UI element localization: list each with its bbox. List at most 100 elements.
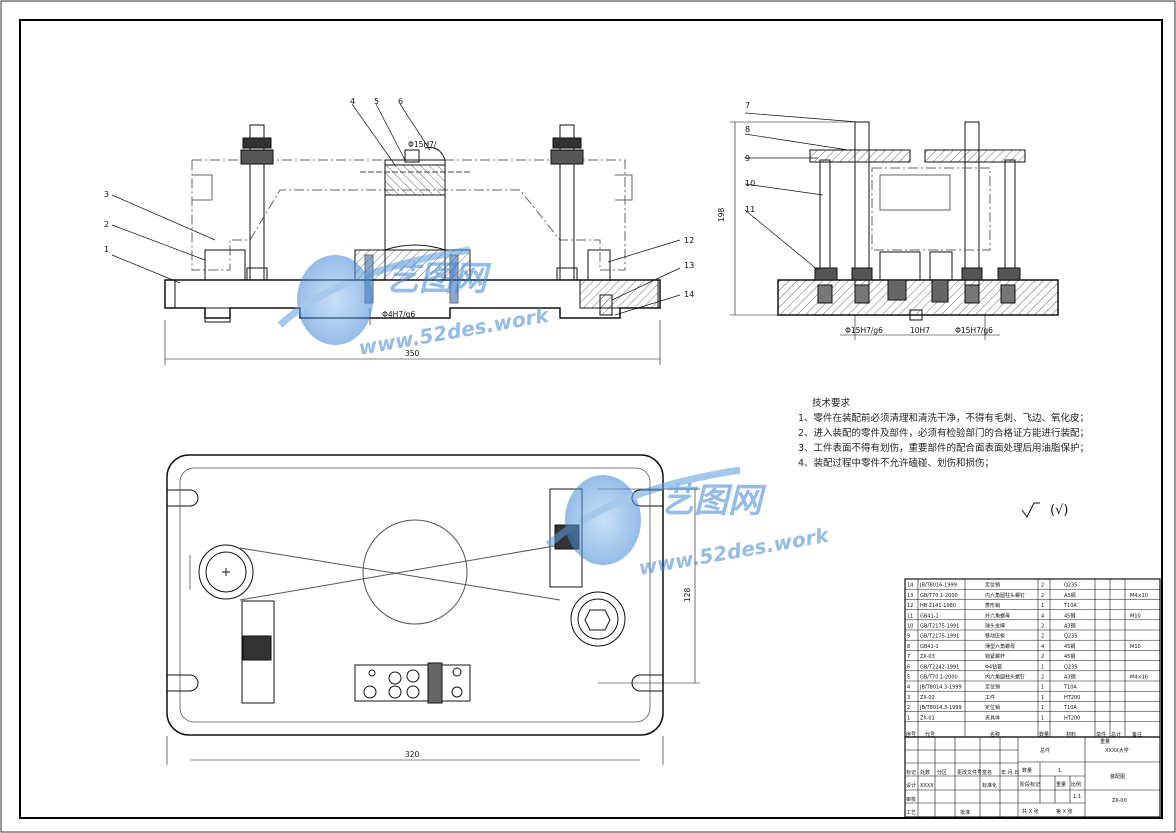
mark-label: 标记 <box>906 769 916 776</box>
bom-cell-code: HB 2141-1980 <box>920 603 956 609</box>
side-height-dim: 198 <box>717 207 726 222</box>
bom-cell-name: Φ4钻套 <box>985 663 1002 670</box>
review-label: 审核 <box>906 796 916 803</box>
callout-4: 4 <box>350 97 355 106</box>
bom-cell-name: 工件 <box>985 694 995 701</box>
callout-13: 13 <box>684 261 694 270</box>
callout-9: 9 <box>745 154 750 163</box>
bom-cell-qty: 2 <box>1041 593 1044 599</box>
bom-cell-qty: 1 <box>1041 695 1044 701</box>
bom-cell-mat: A3钢 <box>1064 592 1076 599</box>
bom-cell-name: 移动压板 <box>985 633 1005 640</box>
bom-cell-name: 定位销 <box>985 704 1000 711</box>
zone-label: 分区 <box>937 769 947 776</box>
bom-cell-note: M4×16 <box>1130 675 1148 681</box>
svg-text:艺图网: 艺图网 <box>660 481 767 521</box>
roughness-note: (√) <box>1050 503 1069 518</box>
plan-base <box>166 454 664 736</box>
bom-cell-mat: Q235 <box>1064 634 1077 640</box>
scale-value: 1:1 <box>1073 794 1081 800</box>
bom-cell-mat: HT200 <box>1064 715 1080 721</box>
sheet-total: 共 X 张 <box>1022 808 1039 815</box>
plan-width-dim: 320 <box>405 750 420 759</box>
bom-cell-qty: 4 <box>1041 613 1044 619</box>
bom-cell-no: 2 <box>907 705 910 711</box>
bom-cell-no: 13 <box>907 593 913 599</box>
bom-cell-note: M4×10 <box>1130 593 1148 599</box>
bom-cell-no: 12 <box>907 603 913 609</box>
bom-cell-no: 9 <box>907 634 910 640</box>
workpiece-outline <box>191 159 626 271</box>
tech-req-title: 技术要求 <box>812 398 851 409</box>
bom-header-cell: 总计 <box>1111 731 1121 738</box>
bom-cell-name: 薄型六角螺母 <box>985 643 1015 650</box>
bom-cell-qty: 2 <box>1041 654 1044 660</box>
sign-label: 签名 <box>982 769 992 776</box>
bom-cell-no: 11 <box>907 613 913 619</box>
bom-header-cell: 数量 <box>1039 731 1049 738</box>
technical-requirements: 技术要求 1、零件在装配前必须清理和清洗干净，不得有毛刺、飞边、氧化皮； 2、进… <box>798 396 1089 471</box>
bom-cell-code: GB41-1 <box>920 644 939 650</box>
bom-cell-code: GB/T70.1-2000 <box>920 593 958 599</box>
bom-cell-mat: T10A <box>1063 603 1077 609</box>
count-label: 处数 <box>920 769 930 776</box>
bom-cell-name: 定位销 <box>985 684 1000 691</box>
callout-10: 10 <box>745 179 755 188</box>
bom-header-cell: 重量 <box>1100 738 1110 745</box>
plan-view-labels: 320 128 <box>405 587 692 759</box>
bom-cell-name: 锁紧螺杆 <box>985 653 1005 660</box>
bom-cell-qty: 1 <box>1041 603 1044 609</box>
tech-req-item-2: 2、进入装配的零件及部件，必须有检验部门的合格证方能进行装配； <box>798 428 1090 439</box>
bom-cell-qty: 1 <box>1041 685 1044 691</box>
bom-cell-qty: 2 <box>1041 675 1044 681</box>
change-doc-label: 更改文件号 <box>957 769 982 776</box>
bom-header-cell: 序号 <box>906 731 916 738</box>
bom-cell-mat: A3钢 <box>1064 623 1076 630</box>
bom-cell-name: 球头支撑 <box>985 623 1005 630</box>
callout-11: 11 <box>745 205 755 214</box>
bom-cell-mat: 45钢 <box>1064 612 1075 619</box>
bom-cell-qty: 1 <box>1041 705 1044 711</box>
bom-cell-no: 14 <box>907 583 913 589</box>
bom-cell-mat: 45钢 <box>1064 643 1075 650</box>
watermark-1: 艺图网 www.52des.work <box>277 246 552 360</box>
side-fit-right-dim: Φ15H7/g6 <box>955 326 993 335</box>
stage-label: 阶段标记 <box>1020 781 1040 788</box>
front-view-labels: 3 2 1 4 5 6 12 13 14 350 Φ4H7/g6 Φ15H7/ <box>104 97 694 358</box>
bom-cell-name: 内六角圆柱头螺钉 <box>985 592 1025 599</box>
bom-header-cell: 代号 <box>925 731 935 738</box>
front-fit-dim: Φ4H7/g6 <box>382 310 415 319</box>
bom-cell-note: M10 <box>1130 644 1141 650</box>
bom-cell-code: JB/T8014.3-1999 <box>919 705 962 711</box>
bom-cell-code: JB/T8014.3-1999 <box>919 685 962 691</box>
title-block-text: 总件 XXXX大学 数量 1 装配图 阶段标记 重量 比例 1:1 共 X 张 … <box>906 747 1129 816</box>
callout-3: 3 <box>104 190 109 199</box>
callout-7: 7 <box>745 101 750 110</box>
side-view <box>730 112 1059 340</box>
qty-label: 数量 <box>1022 767 1032 774</box>
tech-req-item-3: 3、工件表面不得有划伤，重要部件的配合面表面处理后用油脂保护； <box>798 443 1090 454</box>
callout-5: 5 <box>374 97 379 106</box>
sheet-no: 第 X 张 <box>1056 808 1073 815</box>
plan-height-dim: 128 <box>683 587 692 602</box>
svg-text:艺图网: 艺图网 <box>385 259 492 299</box>
bom-cell-qty: 4 <box>1041 644 1044 650</box>
svg-text:www.52des.work: www.52des.work <box>637 523 832 580</box>
bom-cell-no: 5 <box>907 675 910 681</box>
side-fit-mid-dim: 10H7 <box>910 326 930 335</box>
side-fit-left-dim: Φ15H7/g6 <box>845 326 883 335</box>
bom-header-cell: 材料 <box>1066 731 1076 738</box>
callout-14: 14 <box>684 290 694 299</box>
bom-cell-no: 8 <box>907 644 910 650</box>
bom-cell-code: ZX-02 <box>920 695 935 701</box>
callout-8: 8 <box>745 125 750 134</box>
inner-border <box>19 19 1163 819</box>
watermark-2: 艺图网 www.52des.work <box>545 466 832 580</box>
designer-name: XXXX <box>920 783 934 789</box>
bom-cell-no: 3 <box>907 695 910 701</box>
plan-view <box>166 454 700 765</box>
bom-cell-mat: HT200 <box>1064 695 1080 701</box>
bom-cell-mat: T10A <box>1063 685 1077 691</box>
